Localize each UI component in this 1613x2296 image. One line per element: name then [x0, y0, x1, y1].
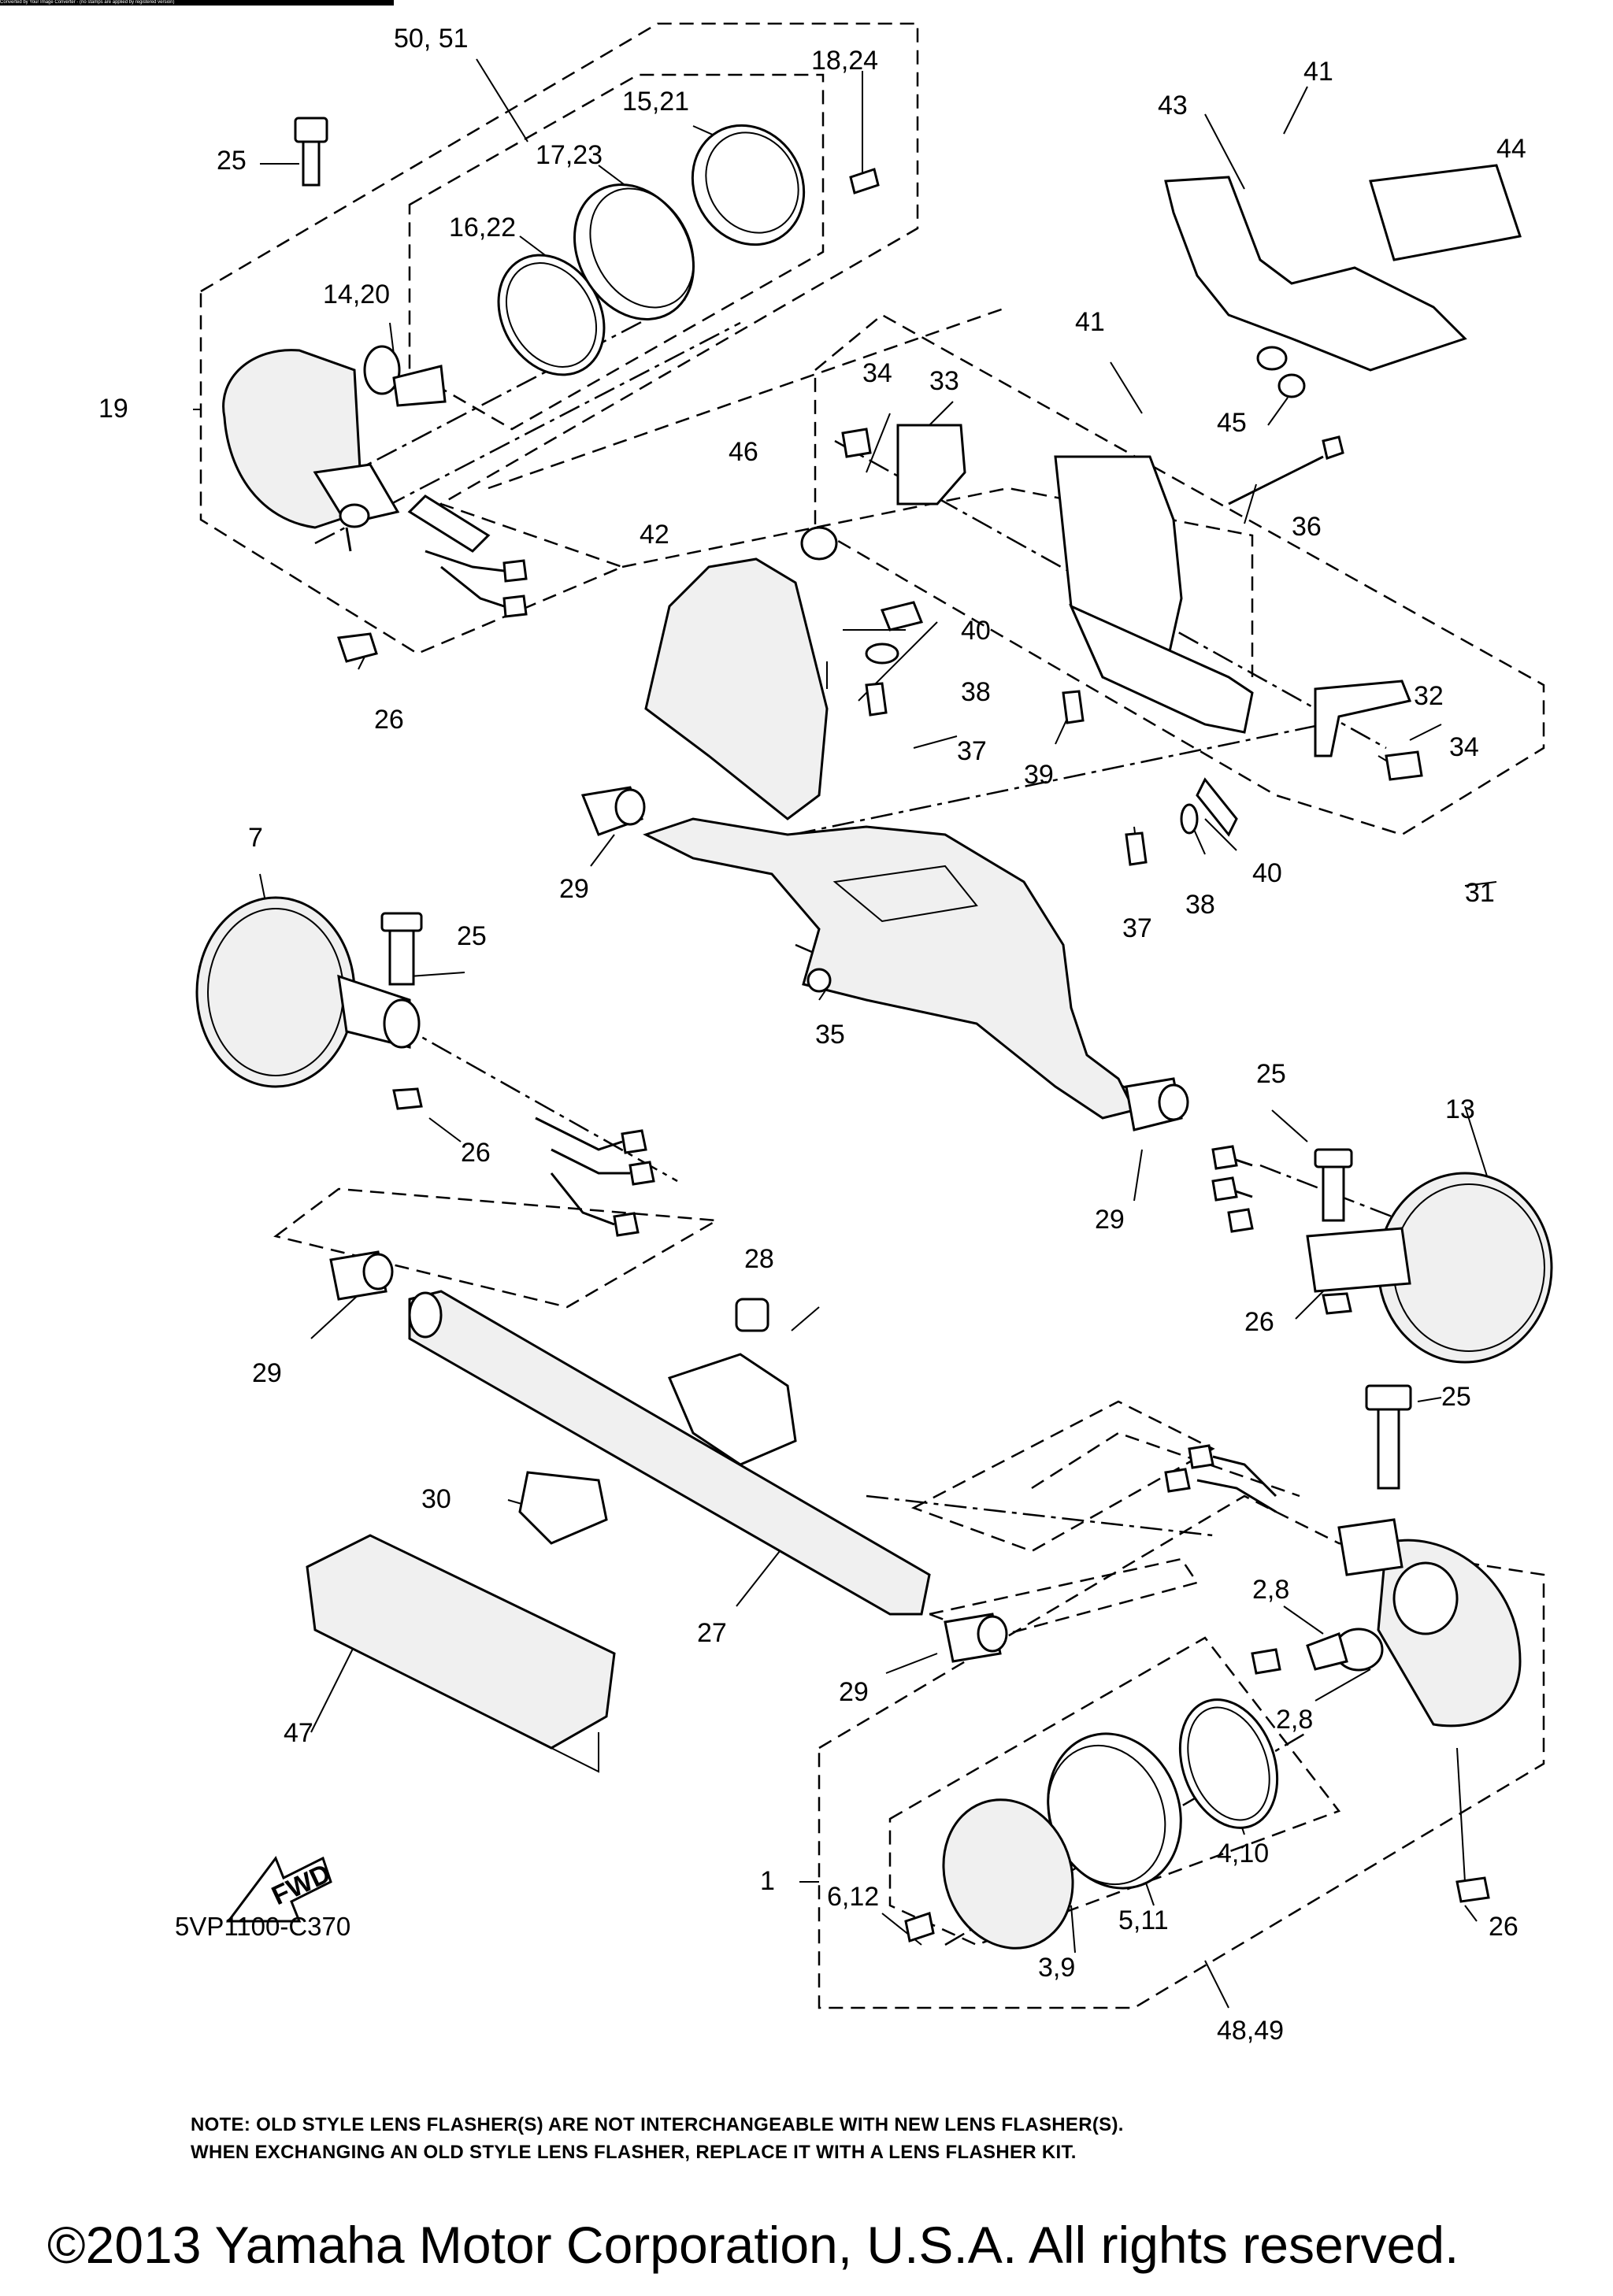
callout: 17,23 [536, 140, 603, 170]
callout: 34 [1449, 732, 1479, 762]
callout: 29 [559, 874, 589, 904]
callout: 33 [929, 366, 959, 396]
front-flasher-stay [306, 1290, 931, 1773]
callout: 37 [957, 736, 987, 766]
callout: 26 [1489, 1912, 1518, 1942]
callout: 16,22 [449, 213, 516, 243]
callout: 32 [1414, 681, 1444, 711]
callout: 13 [1445, 1094, 1475, 1124]
note-line-1: NOTE: OLD STYLE LENS FLASHER(S) ARE NOT … [191, 2114, 1124, 2135]
callout: 44 [1496, 134, 1526, 164]
callout: 26 [1244, 1307, 1274, 1337]
callout: 26 [461, 1138, 491, 1168]
callout: 29 [1095, 1205, 1125, 1235]
grommets [329, 786, 1189, 1663]
callout: 40 [1252, 858, 1282, 888]
upper-left-flasher [222, 117, 880, 663]
callouts: 50, 51 18,24 15,21 17,23 25 16,22 14,20 … [98, 24, 1526, 2046]
callout: 18,24 [811, 46, 878, 76]
callout: 38 [961, 677, 991, 707]
main-stay [643, 817, 1137, 1120]
copyright: ©2013 Yamaha Motor Corporation, U.S.A. A… [47, 2216, 1459, 2274]
callout: 19 [98, 394, 128, 424]
callout: 40 [961, 616, 991, 646]
callout: 28 [744, 1244, 774, 1274]
callout: 14,20 [323, 280, 390, 309]
callout: 4,10 [1217, 1839, 1269, 1868]
callout: 46 [729, 437, 758, 467]
callout: 38 [1185, 890, 1215, 920]
callout: 47 [284, 1718, 313, 1748]
callout: 37 [1122, 913, 1152, 943]
callout: 29 [839, 1677, 869, 1707]
callout: 15,21 [622, 87, 689, 117]
callout: 2,8 [1252, 1575, 1289, 1605]
callout: 5,11 [1118, 1905, 1169, 1935]
callout: 42 [640, 520, 669, 550]
callout: 30 [421, 1484, 451, 1514]
callout: 25 [1441, 1382, 1471, 1412]
callout: 35 [815, 1020, 845, 1050]
rear-bracket-assembly [644, 164, 1522, 866]
callout: 6,12 [827, 1882, 879, 1912]
diagram-code: 5VP1100-C370 [175, 1912, 351, 1941]
callout: 25 [457, 921, 487, 951]
callout: 26 [374, 705, 404, 735]
callout: 45 [1217, 408, 1247, 438]
callout: 50, 51 [394, 24, 469, 54]
callout: 31 [1465, 878, 1495, 908]
callout: 34 [862, 358, 892, 388]
callout: 43 [1158, 91, 1188, 120]
callout: 3,9 [1038, 1953, 1075, 1983]
callout: 25 [217, 146, 247, 176]
callout: 25 [1256, 1059, 1286, 1089]
note-line-2: WHEN EXCHANGING AN OLD STYLE LENS FLASHE… [191, 2142, 1077, 2163]
right-flasher [1211, 1145, 1553, 1364]
callout: 7 [248, 823, 263, 853]
callout: 48,49 [1217, 2016, 1284, 2046]
callout: 41 [1075, 307, 1105, 337]
left-flasher [195, 896, 655, 1237]
callout: 39 [1024, 760, 1054, 790]
converter-banner: Converted by Your Image Converter - (no … [0, 0, 394, 6]
callout: 36 [1292, 512, 1322, 542]
lower-right-flasher [904, 1384, 1522, 1950]
callout: 41 [1303, 57, 1333, 87]
callout: 2,8 [1276, 1705, 1313, 1735]
callout: 1 [760, 1866, 775, 1896]
callout: 29 [252, 1358, 282, 1388]
callout: 27 [697, 1618, 727, 1648]
